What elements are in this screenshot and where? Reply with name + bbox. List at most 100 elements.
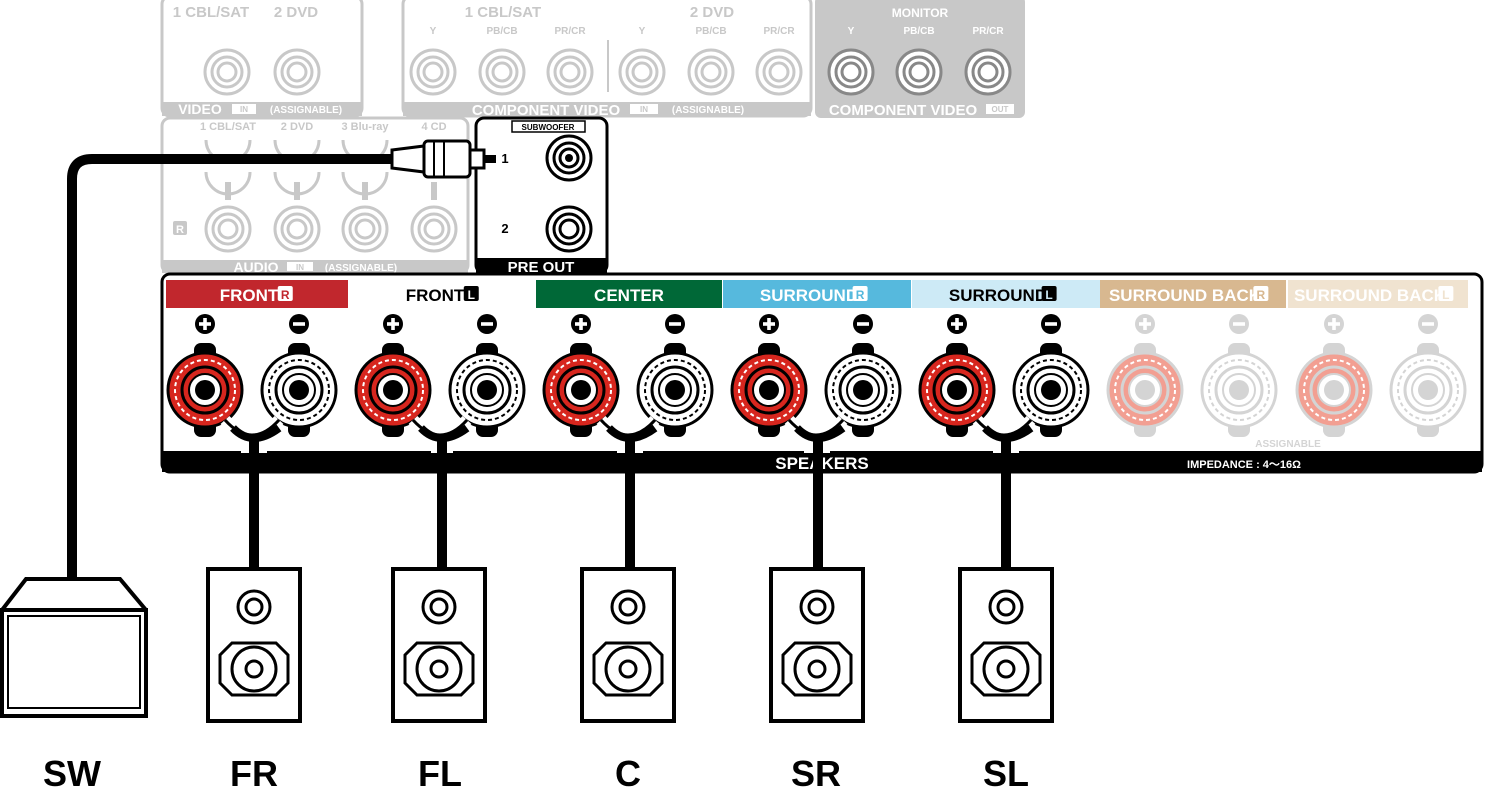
minus-icon xyxy=(289,314,309,334)
video-in-assignable: (ASSIGNABLE) xyxy=(270,105,342,116)
plus-icon xyxy=(947,314,967,334)
monitor-jack-label: PB/CB xyxy=(903,26,934,37)
plus-icon xyxy=(759,314,779,334)
speaker-wire xyxy=(220,415,284,572)
channel-label: SURROUND xyxy=(760,286,858,305)
video-in-footer: VIDEO xyxy=(178,101,222,117)
channel-side-badge xyxy=(277,286,293,301)
video-in-panel: 1 CBL/SAT 2 DVD VIDEO IN (ASSIGNABLE) xyxy=(160,0,364,118)
speaker-label-sw: SW xyxy=(43,753,101,794)
plus-icon xyxy=(571,314,591,334)
plus-icon xyxy=(383,314,403,334)
subwoofer-icon xyxy=(0,577,148,718)
minus-icon xyxy=(477,314,497,334)
audio-in-footer: AUDIO xyxy=(233,259,278,275)
speaker-wire xyxy=(596,415,660,572)
monitor-badge: OUT xyxy=(992,105,1009,114)
rca-jack-icon xyxy=(827,48,875,96)
component-jack-label: PB/CB xyxy=(486,26,517,37)
channel-label: SURROUND xyxy=(949,286,1047,305)
channel-label: SURROUND BACK xyxy=(1294,286,1447,305)
channel-side-badge xyxy=(1438,286,1454,301)
component-jack-label: PR/CR xyxy=(763,26,795,37)
component-in-footer: COMPONENT VIDEO xyxy=(472,102,621,119)
pre-out-jack-1: 1 xyxy=(501,151,508,166)
channel-group: CENTER xyxy=(536,280,722,439)
channel-label: SURROUND BACK xyxy=(1109,286,1262,305)
channel-label: FRONT xyxy=(220,286,279,305)
channel-side-letter: R xyxy=(1257,288,1266,302)
component-jack-label: PB/CB xyxy=(695,26,726,37)
assignable-label: ASSIGNABLE xyxy=(1255,439,1321,450)
pre-out-footer: PRE OUT xyxy=(508,259,575,276)
plus-icon xyxy=(195,314,215,334)
component-in-panel: 1 CBL/SAT 2 DVD Y PB/CB PR/CR Y PB/CB PR… xyxy=(401,0,813,119)
audio-in-badge: IN xyxy=(296,263,304,272)
component-jack-label: PR/CR xyxy=(554,26,586,37)
channel-header xyxy=(912,280,1100,308)
rca-plug-icon xyxy=(390,139,496,179)
pre-out-panel: SUBWOOFER 1 2 PRE OUT xyxy=(474,116,609,276)
audio-in-label: 3 Blu-ray xyxy=(341,121,389,133)
channel-header xyxy=(723,280,911,308)
channel-side-badge xyxy=(1041,286,1057,301)
component-jack-label: Y xyxy=(639,26,646,37)
monitor-jack-label: PR/CR xyxy=(972,26,1004,37)
rca-jack-icon xyxy=(895,48,943,96)
minus-icon xyxy=(665,314,685,334)
video-in-label-2: 2 DVD xyxy=(274,4,318,21)
minus-icon xyxy=(1418,314,1438,334)
audio-in-label: 2 DVD xyxy=(281,121,313,133)
monitor-out-panel: MONITOR Y PB/CB PR/CR COMPONENT VIDEO OU… xyxy=(815,0,1025,119)
channel-header xyxy=(166,280,348,308)
minus-icon xyxy=(1229,314,1249,334)
plus-icon xyxy=(1135,314,1155,334)
speaker-label-c: C xyxy=(615,753,641,794)
channel-header xyxy=(1288,280,1468,308)
speaker-label-fl: FL xyxy=(418,753,462,794)
component-group-2: 2 DVD xyxy=(690,4,734,21)
channel-side-badge xyxy=(1253,286,1269,301)
channel-label: FRONT xyxy=(406,286,465,305)
channel-side-letter: L xyxy=(1442,288,1449,302)
pre-out-jack-2: 2 xyxy=(501,221,508,236)
channel-side-letter: R xyxy=(281,288,290,302)
audio-in-side: R xyxy=(176,224,184,236)
channel-side-letter: R xyxy=(856,288,865,302)
speaker-label-sr: SR xyxy=(791,753,841,794)
video-in-label-1: 1 CBL/SAT xyxy=(173,4,249,21)
monitor-footer: COMPONENT VIDEO xyxy=(829,102,978,119)
impedance-label: IMPEDANCE : 4～16Ω xyxy=(1187,459,1301,471)
channel-header xyxy=(352,280,534,308)
speaker-wires xyxy=(220,415,1036,572)
component-jack-label: Y xyxy=(430,26,437,37)
speaker-wire xyxy=(972,415,1036,572)
component-group-1: 1 CBL/SAT xyxy=(465,4,541,21)
monitor-jack-label: Y xyxy=(848,26,855,37)
minus-icon xyxy=(853,314,873,334)
monitor-title: MONITOR xyxy=(892,6,949,20)
channel-header xyxy=(536,280,722,308)
channel-side-badge xyxy=(463,286,479,301)
component-in-assignable: (ASSIGNABLE) xyxy=(672,105,744,116)
subwoofer-label: SUBWOOFER xyxy=(522,123,575,132)
audio-in-label: 1 CBL/SAT xyxy=(200,121,256,133)
channel-side-letter: L xyxy=(1045,288,1052,302)
audio-in-label: 4 CD xyxy=(421,121,446,133)
speaker-labels: SW FR FL C SR SL xyxy=(43,753,1029,794)
audio-in-assignable: (ASSIGNABLE) xyxy=(325,263,397,274)
channel-side-letter: L xyxy=(468,288,475,302)
channel-side-badge xyxy=(852,286,868,301)
speaker-wire xyxy=(408,415,472,572)
subwoofer-cable xyxy=(67,139,496,578)
audio-in-panel: 1 CBL/SAT 2 DVD 3 Blu-ray 4 CD R AUDIO I… xyxy=(160,116,470,275)
speaker-label-sl: SL xyxy=(983,753,1029,794)
plus-icon xyxy=(1324,314,1344,334)
